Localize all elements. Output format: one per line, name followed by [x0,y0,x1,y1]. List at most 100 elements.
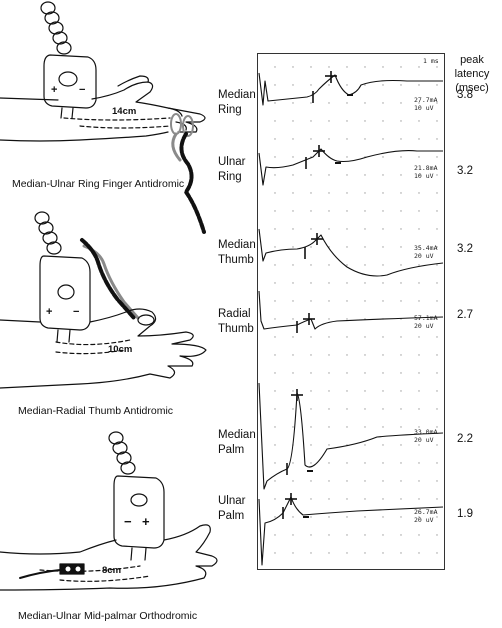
grid-dot [346,228,348,230]
grid-dot [292,102,294,104]
grid-dot [436,66,438,68]
grid-dot [274,426,276,428]
grid-dot [382,156,384,158]
grid-dot [382,426,384,428]
grid-dot [436,336,438,338]
grid-dot [328,228,330,230]
distance-ring: 14cm [112,106,137,117]
grid-dot [382,246,384,248]
stimulator-probe-1 [43,54,97,109]
grid-dot [274,516,276,518]
grid-dot [382,516,384,518]
grid-dot [400,228,402,230]
grid-dot [436,246,438,248]
grid-dot [436,444,438,446]
grid-dot [328,372,330,374]
grid-dot [292,534,294,536]
grid-dot [310,174,312,176]
grid-dot [418,300,420,302]
grid-dot [310,354,312,356]
grid-dot [310,102,312,104]
grid-dot [274,390,276,392]
grid-dot [400,534,402,536]
grid-dot [346,102,348,104]
grid-dot [418,246,420,248]
grid-dot [346,210,348,212]
latency-ulnar-palm: 1.9 [457,508,473,520]
latency-radial-thumb: 2.7 [457,309,473,321]
grid-dot [274,84,276,86]
grid-dot [436,534,438,536]
grid-dot [292,156,294,158]
grid-dot [436,480,438,482]
grid-dots [274,66,438,554]
grid-dot [400,192,402,194]
grid-dot [418,120,420,122]
grid-dot [364,552,366,554]
grid-dot [292,282,294,284]
grid-dot [328,210,330,212]
grid-dot [346,66,348,68]
grid-dot [274,372,276,374]
grid-dot [436,156,438,158]
caption-ring: Median-Ulnar Ring Finger Antidromic [12,178,185,190]
grid-dot [382,336,384,338]
grid-dot [310,534,312,536]
grid-dot [382,192,384,194]
cable-coil-2 [34,211,62,255]
grid-dot [436,408,438,410]
grid-dot [400,264,402,266]
grid-dot [400,462,402,464]
grid-dot [436,462,438,464]
grid-dot [364,174,366,176]
grid-dot [328,84,330,86]
setup-palm-drawing [0,431,218,591]
grid-dot [382,354,384,356]
grid-dot [382,444,384,446]
grid-dot [400,444,402,446]
distance-palm: 8cm [102,565,122,576]
grid-dot [328,354,330,356]
grid-dot [364,408,366,410]
caption-palm: Median-Ulnar Mid-palmar Orthodromic [18,610,198,622]
latency-median-ring: 3.8 [457,89,473,101]
grid-dot [436,354,438,356]
grid-dot [346,390,348,392]
grid-dot [418,282,420,284]
grid-dot [400,300,402,302]
grid-dot [382,228,384,230]
grid-dot [400,246,402,248]
grid-dot [400,282,402,284]
grid-dot [436,264,438,266]
grid-dot [328,66,330,68]
grid-dot [364,84,366,86]
grid-dot [274,498,276,500]
grid-dot [292,246,294,248]
grid-dot [328,444,330,446]
grid-dot [292,192,294,194]
grid-dot [346,462,348,464]
grid-dot [400,552,402,554]
grid-dot [364,354,366,356]
grid-dot [436,426,438,428]
grid-dot [400,84,402,86]
grid-dot [310,264,312,266]
grid-dot [382,390,384,392]
grid-dot [382,462,384,464]
grid-dot [292,480,294,482]
grid-dot [382,120,384,122]
grid-dot [310,336,312,338]
grid-dot [328,552,330,554]
grid-dot [418,552,420,554]
grid-dot [292,354,294,356]
grid-dot [310,210,312,212]
grid-dot [418,174,420,176]
grid-dot [310,462,312,464]
grid-dot [328,498,330,500]
grid-dot [274,300,276,302]
grid-dot [364,390,366,392]
grid-dot [364,102,366,104]
